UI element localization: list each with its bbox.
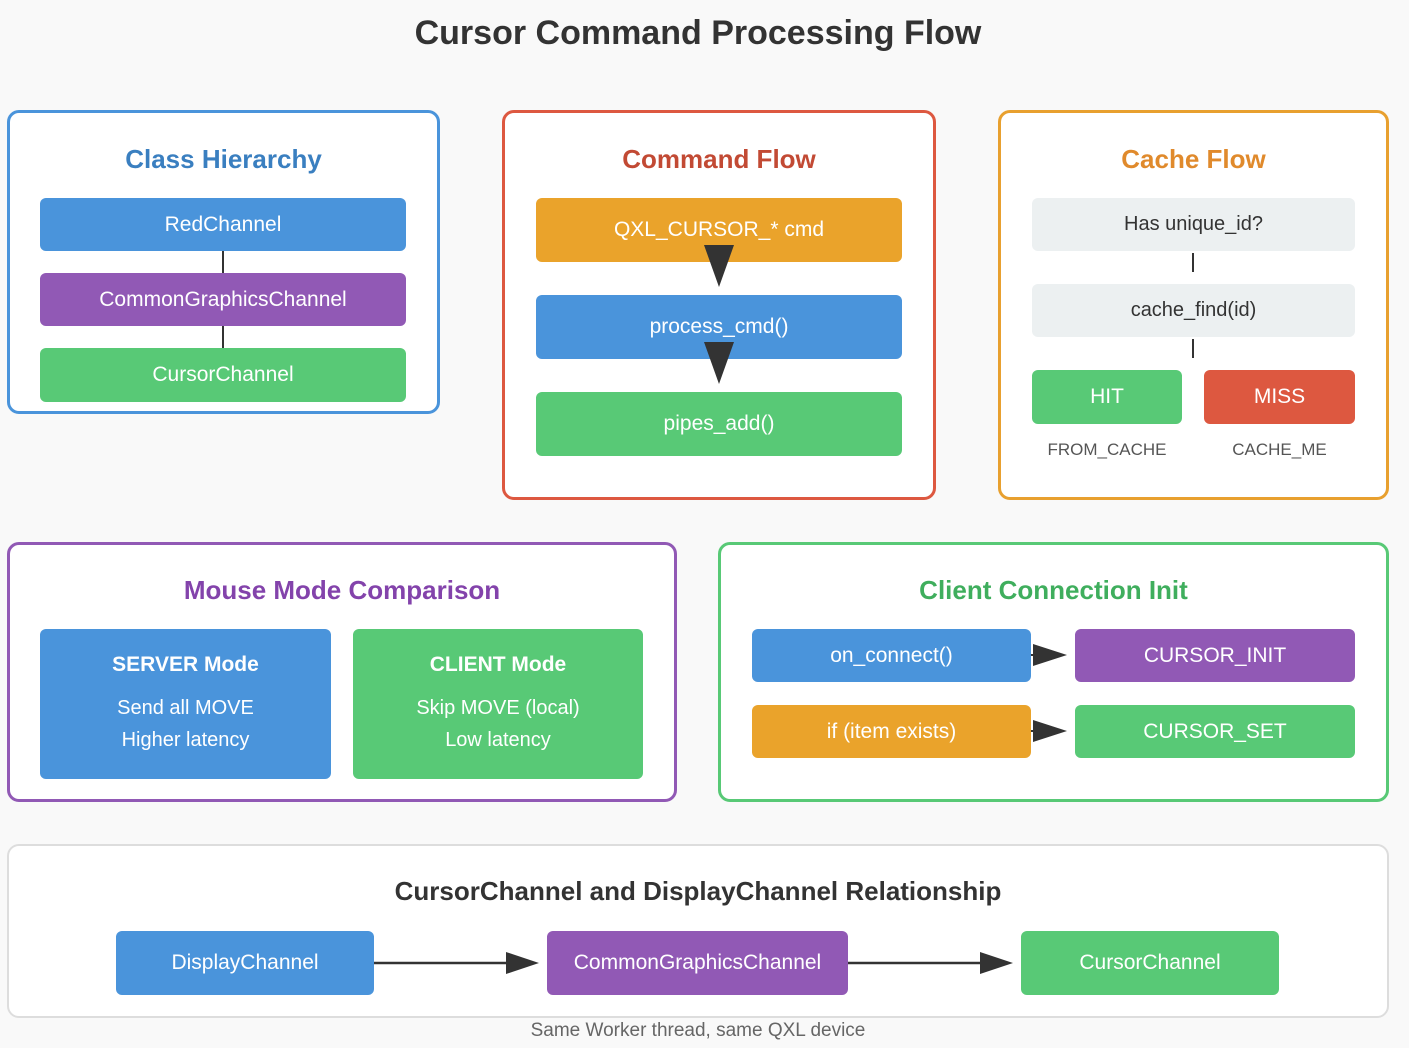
item-exists-box: if (item exists) [752,705,1031,758]
cache-find-box: cache_find(id) [1032,284,1355,337]
relationship-caption: Same Worker thread, same QXL device [530,1020,866,1041]
client-mode-line: Skip MOVE (local) [416,697,580,719]
page-title: Cursor Command Processing Flow [414,14,982,52]
commongraphicschannel-node: CommonGraphicsChannel [547,931,848,995]
relationship-title: CursorChannel and DisplayChannel Relatio… [394,876,1002,906]
cursorchannel-box: CursorChannel [40,348,406,402]
qxl-cursor-cmd-box: QXL_CURSOR_* cmd [536,198,902,262]
server-mode-box: SERVER Mode Send all MOVE Higher latency [40,629,331,779]
hierarchy-connector [222,251,224,273]
redchannel-box: RedChannel [40,198,406,251]
cursorchannel-node: CursorChannel [1021,931,1279,995]
server-mode-line: Send all MOVE [117,697,254,719]
command-flow-title: Command Flow [622,144,816,174]
client-mode-title: CLIENT Mode [429,653,567,676]
cursor-init-box: CURSOR_INIT [1075,629,1355,682]
commongraphicschannel-box: CommonGraphicsChannel [40,273,406,326]
mouse-mode-title: Mouse Mode Comparison [183,575,501,605]
hit-box: HIT [1032,370,1182,424]
server-mode-line: Higher latency [121,729,250,751]
has-unique-id-box: Has unique_id? [1032,198,1355,251]
cache-flow-title: Cache Flow [1121,144,1266,174]
cache-connector [1192,253,1194,272]
server-mode-title: SERVER Mode [112,653,259,676]
on-connect-box: on_connect() [752,629,1031,682]
displaychannel-box: DisplayChannel [116,931,374,995]
client-mode-box: CLIENT Mode Skip MOVE (local) Low latenc… [353,629,643,779]
from-cache-label: FROM_CACHE [1047,440,1167,459]
pipes-add-box: pipes_add() [536,392,902,456]
cursor-set-box: CURSOR_SET [1075,705,1355,758]
miss-box: MISS [1204,370,1355,424]
client-init-title: Client Connection Init [919,575,1188,605]
cache-me-label: CACHE_ME [1232,440,1327,459]
client-mode-line: Low latency [445,729,551,751]
hierarchy-connector [222,326,224,348]
class-hierarchy-title: Class Hierarchy [125,144,322,174]
cache-connector [1192,339,1194,358]
process-cmd-box: process_cmd() [536,295,902,359]
